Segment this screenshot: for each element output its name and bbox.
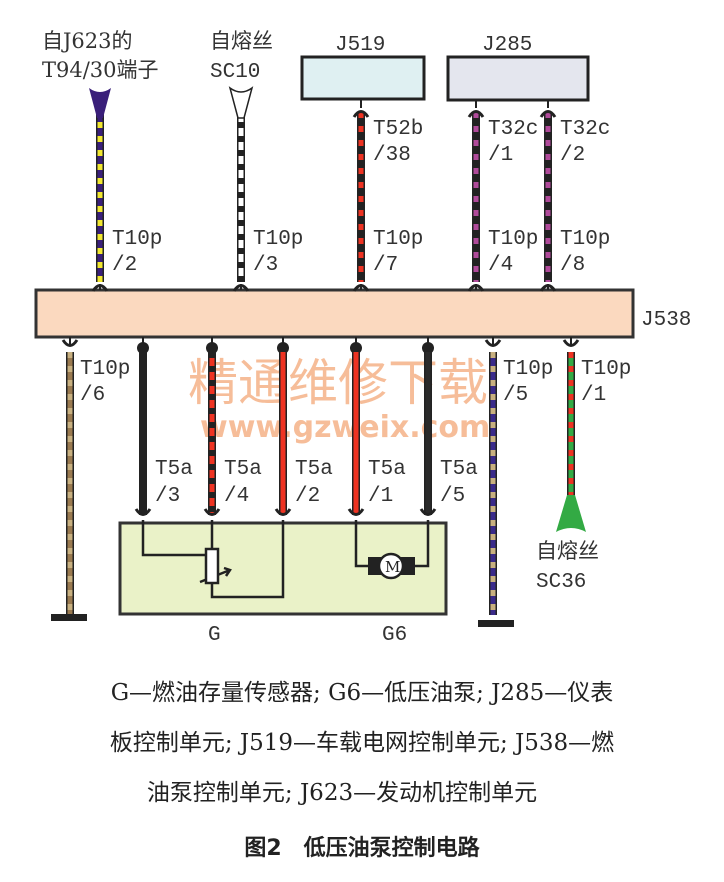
pin-label: T10p — [80, 358, 130, 381]
source-pin-number: /2 — [560, 144, 585, 167]
j538-label: J538 — [641, 309, 691, 332]
pin-dot — [277, 342, 289, 354]
wiring-diagram: 自J623的 T94/30端子 自熔丝 SC10 J519 J285 J538 … — [34, 29, 691, 647]
watermark-text: 精通维修下载 — [188, 354, 488, 412]
wire-end-sc36 — [556, 495, 586, 532]
fuse-sc36-id: SC36 — [536, 571, 586, 594]
j538-module — [34, 288, 635, 339]
pin-number: /2 — [295, 485, 320, 508]
connector-socket — [347, 508, 365, 516]
source-pin-label: T32c — [488, 118, 538, 141]
motor-icon: M — [368, 552, 415, 580]
connector-socket — [484, 339, 502, 347]
motor-label: M — [385, 558, 400, 576]
pin-label: T10p — [581, 358, 631, 381]
watermark-url: www.gzweix.com — [200, 410, 490, 445]
pin-number: /5 — [503, 384, 528, 407]
wire-end-sc10 — [228, 86, 254, 119]
pin-label: T5a — [295, 458, 333, 481]
source-pin-number: /1 — [488, 144, 513, 167]
pin-number: /5 — [440, 485, 465, 508]
connector-socket — [562, 339, 580, 347]
pin-number: /4 — [488, 254, 513, 277]
wire-end-j623 — [89, 88, 111, 118]
pin-number: /6 — [80, 384, 105, 407]
j519-label: J519 — [335, 34, 385, 57]
fuse-sc10-label: 自熔丝 — [210, 29, 273, 53]
pin-number: /3 — [253, 254, 278, 277]
fuse-sc10-id: SC10 — [210, 61, 260, 84]
connector-socket — [61, 339, 79, 347]
pin-dot — [206, 342, 218, 354]
component-g6-label: G6 — [382, 624, 407, 647]
caption-line-2: 板控制单元; J519—车载电网控制单元; J538—燃 — [109, 730, 615, 756]
pin-label: T5a — [368, 458, 406, 481]
pin-number: /1 — [368, 485, 393, 508]
pin-label: T5a — [440, 458, 478, 481]
pin-label: T10p — [253, 228, 303, 251]
pin-label: T10p — [503, 358, 553, 381]
pin-number: /1 — [581, 384, 606, 407]
connector-socket — [539, 110, 557, 118]
pin-number: /8 — [560, 254, 585, 277]
pin-dot — [422, 342, 434, 354]
pin-number: /3 — [155, 485, 180, 508]
pin-label: T5a — [224, 458, 262, 481]
pin-number: /4 — [224, 485, 249, 508]
source-j623-terminal: T94/30端子 — [42, 58, 159, 82]
source-pin-label: T52b — [373, 118, 423, 141]
source-pin-label: T32c — [560, 118, 610, 141]
pin-label: T5a — [155, 458, 193, 481]
caption-line-3: 油泵控制单元; J623—发动机控制单元 — [146, 780, 538, 806]
pin-number: /7 — [373, 254, 398, 277]
connector-socket — [419, 508, 437, 516]
pin-number: /2 — [112, 254, 137, 277]
source-pin-number: /38 — [373, 144, 411, 167]
source-j623-label: 自J623的 — [42, 29, 133, 53]
ground-symbol — [51, 614, 87, 621]
pin-dot — [137, 342, 149, 354]
pin-dot — [350, 342, 362, 354]
fuel-level-sensor-resistor — [204, 547, 220, 585]
pin-label: T10p — [560, 228, 610, 251]
component-g-label: G — [208, 624, 221, 647]
connector-socket — [352, 110, 370, 118]
pin-label: T10p — [373, 228, 423, 251]
j519-box — [300, 55, 426, 101]
ground-symbol — [478, 620, 514, 627]
fuse-sc36-label: 自熔丝 — [536, 539, 599, 563]
pin-label: T10p — [488, 228, 538, 251]
internal-circuit — [141, 520, 430, 599]
caption-line-1: G—燃油存量传感器; G6—低压油泵; J285—仪表 — [110, 680, 614, 706]
connector-socket — [134, 508, 152, 516]
connector-socket — [274, 508, 292, 516]
figure-title: 图2 低压油泵控制电路 — [244, 836, 480, 861]
connector-socket — [203, 508, 221, 516]
j285-label: J285 — [482, 34, 532, 57]
pin-label: T10p — [112, 228, 162, 251]
connector-socket — [467, 110, 485, 118]
j285-box — [446, 55, 590, 102]
